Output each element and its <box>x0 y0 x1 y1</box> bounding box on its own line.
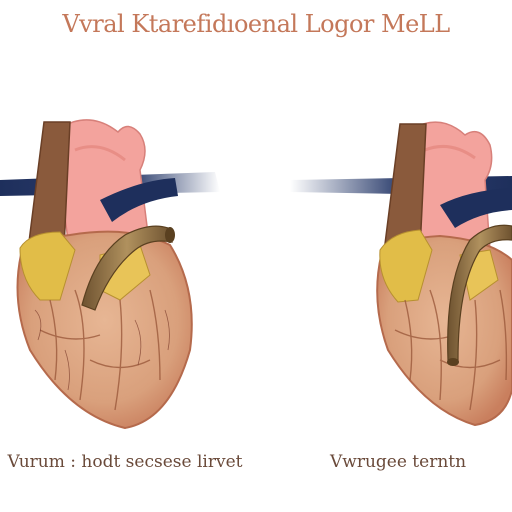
left-aorta <box>59 119 151 256</box>
left-heart <box>0 119 220 430</box>
left-fat <box>19 231 76 301</box>
right-heart <box>290 121 512 427</box>
caption-right: Vwrugee terntn <box>330 452 467 472</box>
right-catheter <box>447 224 512 361</box>
right-fat <box>379 229 433 303</box>
diagram-title: Vvral Ktarefidıoenal Logor MeLL <box>62 10 450 38</box>
caption-left: Vurum : hodt secsese lirvet <box>7 452 243 472</box>
